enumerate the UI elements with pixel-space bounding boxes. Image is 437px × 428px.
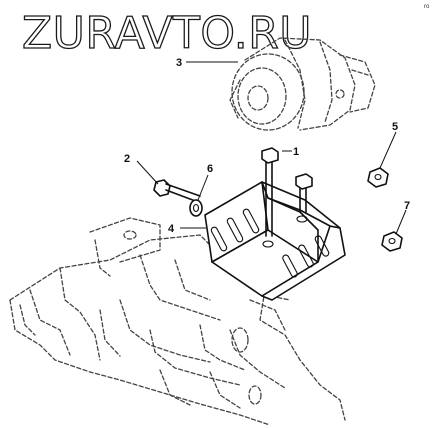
bolt-icon	[261, 147, 279, 237]
nut-icon	[381, 231, 403, 252]
watermark-logo: ZURAVTO.RU	[22, 8, 312, 59]
callout-1: 1	[293, 146, 299, 158]
callout-5: 5	[392, 121, 398, 133]
callout-4: 4	[168, 223, 175, 235]
alternator-icon	[229, 37, 376, 131]
callout-2: 2	[124, 153, 130, 165]
washer-icon	[189, 199, 203, 217]
engine-block-icon	[9, 217, 346, 426]
bolt-icon	[153, 179, 201, 203]
callout-3: 3	[176, 57, 182, 69]
nut-icon	[367, 167, 389, 188]
corner-mark: ro	[424, 4, 430, 10]
bracket-icon	[204, 181, 346, 301]
callout-7: 7	[404, 200, 410, 212]
bolt-icon	[295, 173, 313, 213]
callout-6: 6	[207, 163, 213, 175]
leader-lines	[136, 61, 407, 235]
